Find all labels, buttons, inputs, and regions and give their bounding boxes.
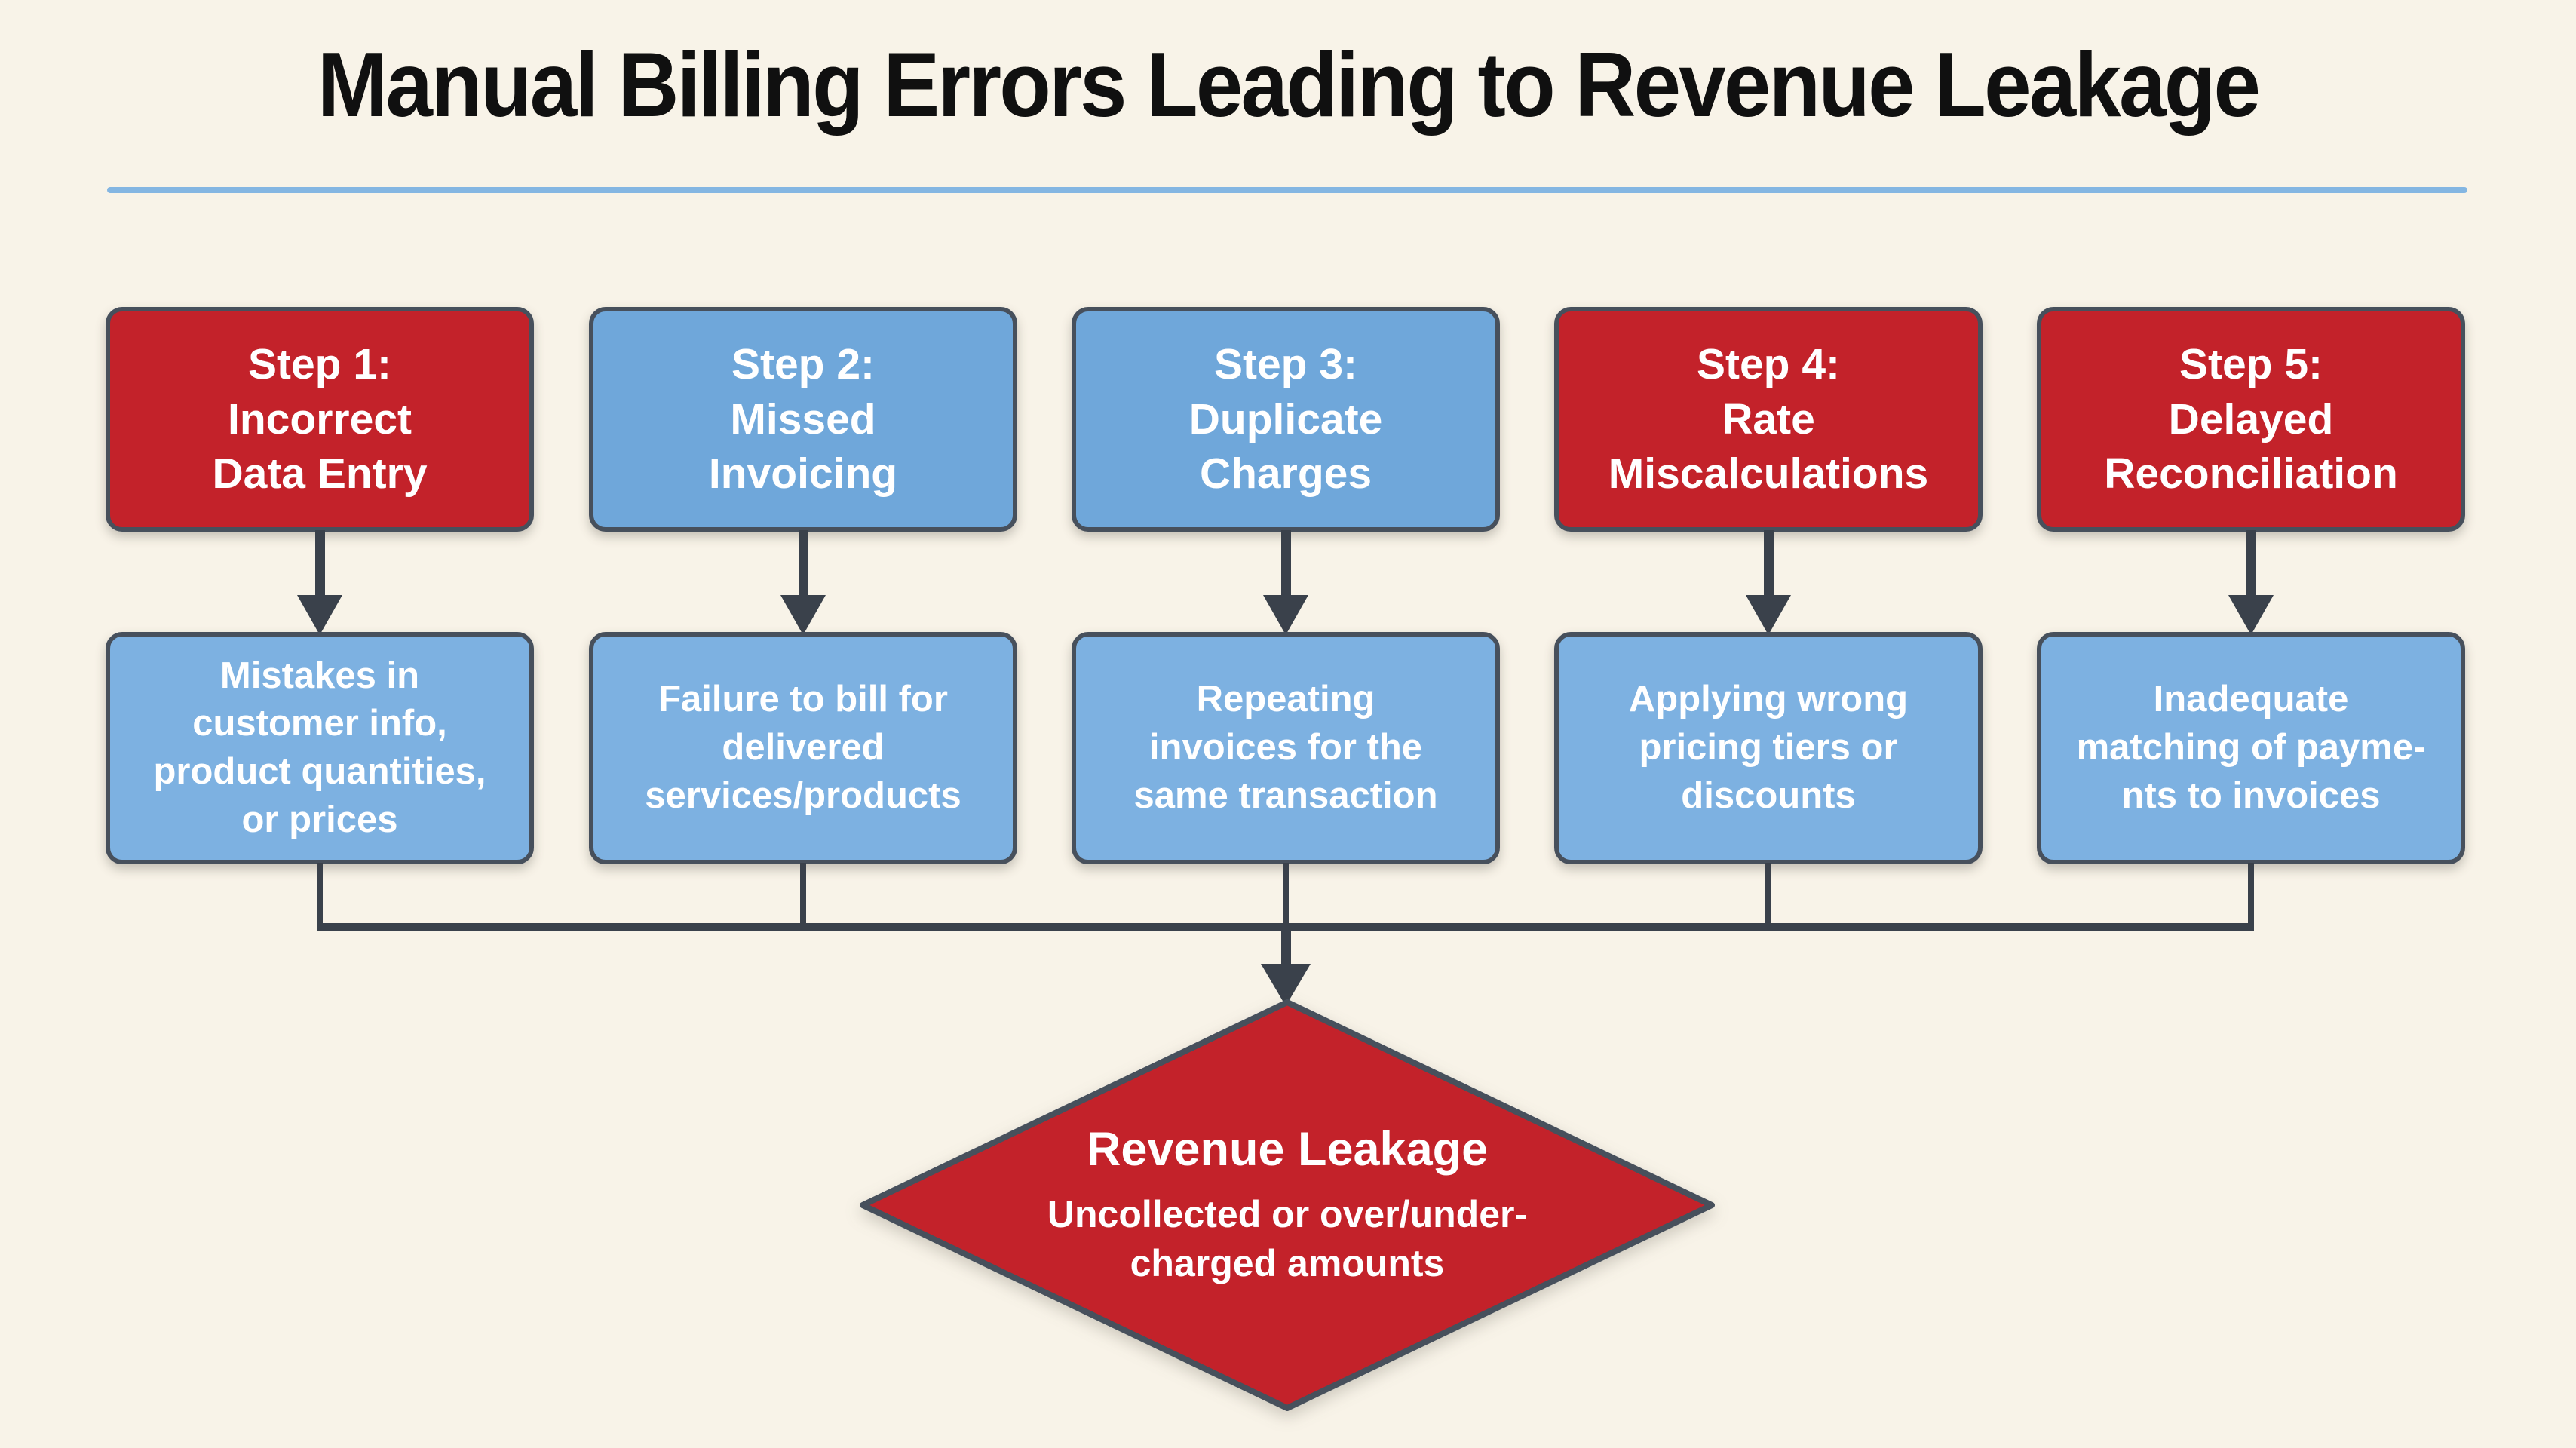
arrow-down-icon bbox=[2228, 595, 2274, 635]
description-box-4: Applying wrong pricing tiers or discount… bbox=[1554, 632, 1983, 864]
outcome-diamond: Revenue Leakage Uncollected or over/unde… bbox=[857, 997, 1717, 1413]
outcome-text: Revenue Leakage Uncollected or over/unde… bbox=[857, 997, 1717, 1413]
outcome-subtitle: Uncollected or over/under- charged amoun… bbox=[1047, 1193, 1528, 1284]
title-divider bbox=[107, 187, 2467, 193]
connector-stub-5 bbox=[2248, 863, 2254, 929]
description-box-1-label: Mistakes in customer info, product quant… bbox=[153, 655, 486, 840]
arrow-down-icon bbox=[1746, 595, 1791, 635]
arrow-down-icon bbox=[780, 595, 826, 635]
connector-stub-1 bbox=[317, 863, 323, 929]
step-box-3: Step 3: Duplicate Charges bbox=[1072, 307, 1500, 532]
diamond-shape-icon bbox=[860, 999, 1715, 1411]
step-box-5-label: Step 5: Delayed Reconciliation bbox=[2104, 340, 2398, 499]
description-box-3: Repeating invoices for the same transact… bbox=[1072, 632, 1500, 864]
arrow-down-icon bbox=[799, 530, 808, 598]
connector-stub-4 bbox=[1765, 863, 1771, 929]
description-box-5: Inadequate matching of payme- nts to inv… bbox=[2037, 632, 2465, 864]
arrow-down-icon bbox=[297, 595, 342, 635]
step-box-4: Step 4: Rate Miscalculations bbox=[1554, 307, 1983, 532]
description-box-2: Failure to bill for delivered services/p… bbox=[589, 632, 1017, 864]
connector-stub-2 bbox=[800, 863, 806, 929]
page-title: Manual Billing Errors Leading to Revenue… bbox=[317, 33, 2261, 136]
step-box-5: Step 5: Delayed Reconciliation bbox=[2037, 307, 2465, 532]
step-box-2-label: Step 2: Missed Invoicing bbox=[708, 340, 898, 499]
connector-horizontal-line bbox=[317, 923, 2254, 931]
arrow-down-icon bbox=[1281, 530, 1291, 598]
arrow-down-icon bbox=[1764, 530, 1774, 598]
arrow-down-icon bbox=[1263, 595, 1308, 635]
description-box-1: Mistakes in customer info, product quant… bbox=[106, 632, 534, 864]
step-box-1-label: Step 1: Incorrect Data Entry bbox=[212, 340, 428, 499]
description-box-2-label: Failure to bill for delivered services/p… bbox=[645, 679, 961, 816]
description-box-5-label: Inadequate matching of payme- nts to inv… bbox=[2076, 679, 2426, 816]
arrow-down-icon bbox=[315, 530, 325, 598]
description-box-3-label: Repeating invoices for the same transact… bbox=[1133, 679, 1438, 816]
step-box-3-label: Step 3: Duplicate Charges bbox=[1188, 340, 1383, 499]
arrow-down-icon bbox=[2246, 530, 2256, 598]
arrow-down-icon bbox=[1261, 964, 1311, 1006]
step-box-1: Step 1: Incorrect Data Entry bbox=[106, 307, 534, 532]
description-box-4-label: Applying wrong pricing tiers or discount… bbox=[1628, 679, 1909, 816]
step-box-4-label: Step 4: Rate Miscalculations bbox=[1608, 340, 1929, 499]
connector-arrow-stem bbox=[1281, 929, 1291, 965]
connector-stub-3 bbox=[1283, 863, 1289, 929]
step-box-2: Step 2: Missed Invoicing bbox=[589, 307, 1017, 532]
outcome-title: Revenue Leakage bbox=[1086, 1123, 1489, 1176]
